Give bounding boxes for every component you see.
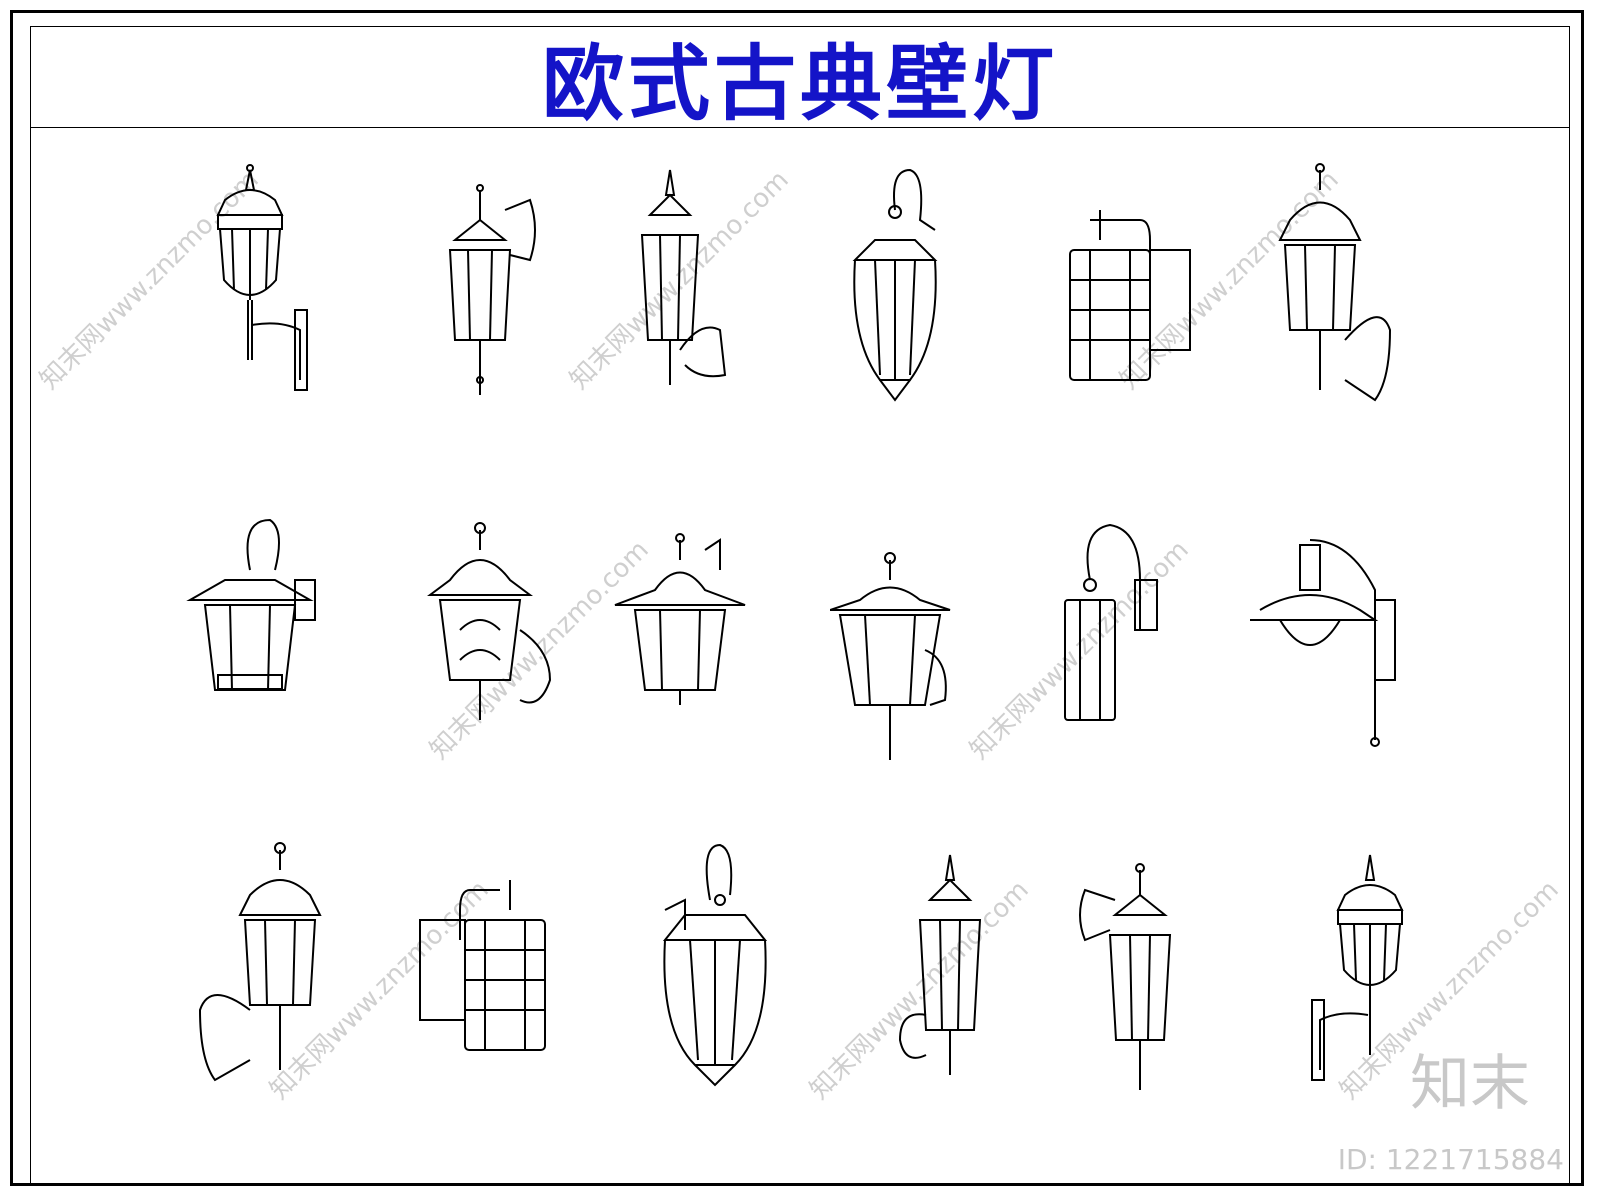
lamp-drawing (829, 540, 990, 790)
lamp-drawing (410, 860, 570, 1110)
title-band: 欧式古典壁灯 (30, 26, 1570, 132)
image-id: ID: 1221715884 (1337, 1143, 1564, 1176)
lamp-drawing (600, 160, 760, 410)
lamp-drawing (1040, 510, 1200, 760)
lamp-drawing (820, 160, 980, 410)
lamp-drawing (190, 840, 350, 1090)
lamp-drawing (1060, 860, 1220, 1110)
lamp-drawing (170, 510, 330, 760)
lamp-drawing (410, 180, 570, 430)
lamp-drawing (410, 510, 570, 760)
lamp-drawing (640, 840, 800, 1090)
inner-frame (30, 26, 1570, 1186)
lamp-drawing (610, 510, 770, 760)
lamp-drawing (1245, 510, 1410, 760)
lamp-drawing (170, 160, 330, 410)
lamp-grid (140, 160, 1460, 1120)
page-title: 欧式古典壁灯 (541, 36, 1058, 132)
lamp-drawing (1290, 850, 1450, 1100)
lamp-drawing (870, 850, 1030, 1100)
outer-frame (10, 10, 1584, 1186)
lamp-drawing (1250, 160, 1410, 410)
lamp-drawing (1040, 190, 1200, 440)
brand-logo: 知末 (1410, 1049, 1530, 1119)
